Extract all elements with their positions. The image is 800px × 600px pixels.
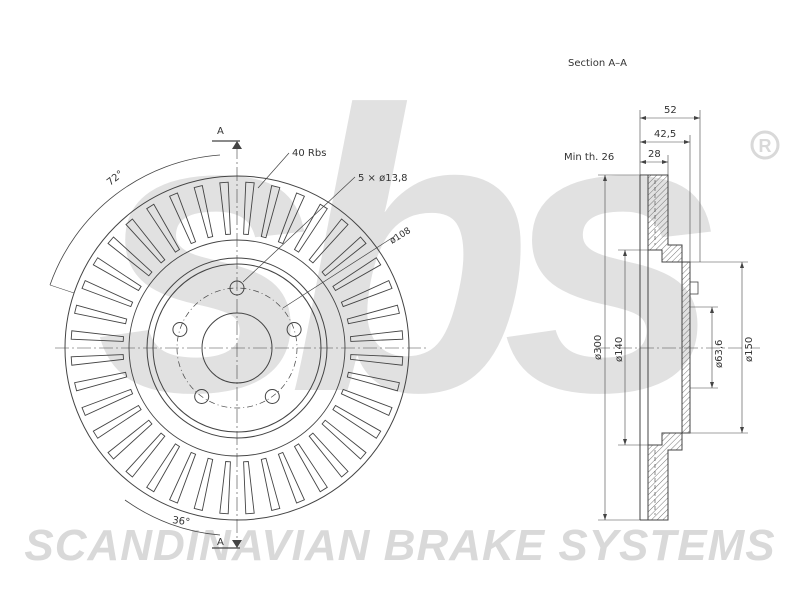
rib: [107, 419, 153, 460]
min-thickness-label: Min th. 26: [564, 152, 614, 163]
dim-hat-diameter: ø140: [614, 337, 625, 362]
dim-hat-height: 42,5: [654, 129, 676, 140]
rib: [243, 181, 255, 235]
rib: [81, 388, 134, 417]
rib: [74, 371, 128, 392]
angle-arc-72: [49, 154, 221, 286]
registered-mark-circle: [750, 130, 780, 160]
rib: [168, 192, 197, 245]
rib: [308, 218, 349, 264]
section-marker-top-arrow: [232, 141, 242, 149]
rib: [92, 257, 142, 292]
rotor-section-lower: [640, 432, 683, 521]
section-marker-bottom-label: A: [217, 537, 224, 548]
section-marker-bottom-arrow: [232, 540, 242, 548]
rib: [70, 354, 124, 366]
bolt-hole: [194, 389, 210, 404]
rib: [340, 388, 393, 417]
rib: [321, 419, 367, 460]
registered-mark: R: [759, 136, 772, 156]
rib: [74, 304, 128, 325]
section-view: [596, 110, 760, 521]
rib: [332, 257, 382, 292]
rib-count-label: 40 Rbs: [292, 148, 326, 159]
leader-pcd: [282, 235, 396, 309]
watermark: sbs SCANDINAVIAN BRAKE SYSTEMS R: [24, 28, 780, 570]
bolt-hole: [286, 322, 302, 337]
section-title: Section A–A: [568, 58, 627, 69]
rib: [293, 443, 328, 493]
rib: [219, 181, 231, 235]
rib: [243, 461, 255, 515]
angle-bottom-label: 36°: [172, 515, 191, 528]
rib: [277, 192, 306, 245]
leader-rib-count: [257, 152, 290, 189]
front-view: [49, 140, 428, 549]
rotor-section-upper: [640, 174, 683, 263]
dim-hat-outer: ø150: [744, 337, 755, 362]
bolt-hole: [264, 389, 280, 404]
rib: [293, 203, 328, 253]
dim-thickness: 28: [648, 149, 661, 160]
rib: [277, 451, 306, 504]
rib: [346, 371, 400, 392]
bolt-hole: [172, 322, 188, 337]
angle-arc-36: [124, 499, 221, 536]
rib: [219, 461, 231, 515]
dim-arrows: [603, 116, 744, 520]
rib: [125, 218, 166, 264]
rib: [146, 203, 181, 253]
rib: [146, 443, 181, 493]
rib: [81, 279, 134, 308]
section-bolt-hole: [689, 281, 699, 295]
dim-center-bore: ø63,6: [714, 340, 725, 368]
rib: [260, 185, 281, 239]
leader-bolt-hole: [242, 176, 356, 283]
rib: [340, 279, 393, 308]
rib: [321, 236, 367, 277]
rib: [193, 185, 214, 239]
rib: [107, 236, 153, 277]
rib: [92, 404, 142, 439]
dim-overall-width: 52: [664, 105, 677, 116]
rib: [332, 404, 382, 439]
bolt-label: 5 × ø13,8: [358, 173, 407, 184]
rib: [308, 432, 349, 478]
watermark-brand: sbs: [95, 28, 714, 475]
dim-outer-diameter: ø300: [593, 335, 604, 360]
rib: [346, 304, 400, 325]
section-view-labels: Section A–A 52 42,5 28 Min th. 26 ø300 ø…: [564, 58, 755, 368]
rib: [350, 354, 404, 366]
section-marker-top-label: A: [217, 126, 224, 137]
rib: [260, 457, 281, 511]
rib: [350, 330, 404, 342]
ribs: [70, 181, 404, 515]
rib: [70, 330, 124, 342]
rib: [193, 457, 214, 511]
angle-leader-72: [49, 284, 75, 294]
rib: [168, 451, 197, 504]
watermark-footer: SCANDINAVIAN BRAKE SYSTEMS: [24, 521, 775, 570]
rib: [125, 432, 166, 478]
hat-wall: [681, 261, 691, 434]
